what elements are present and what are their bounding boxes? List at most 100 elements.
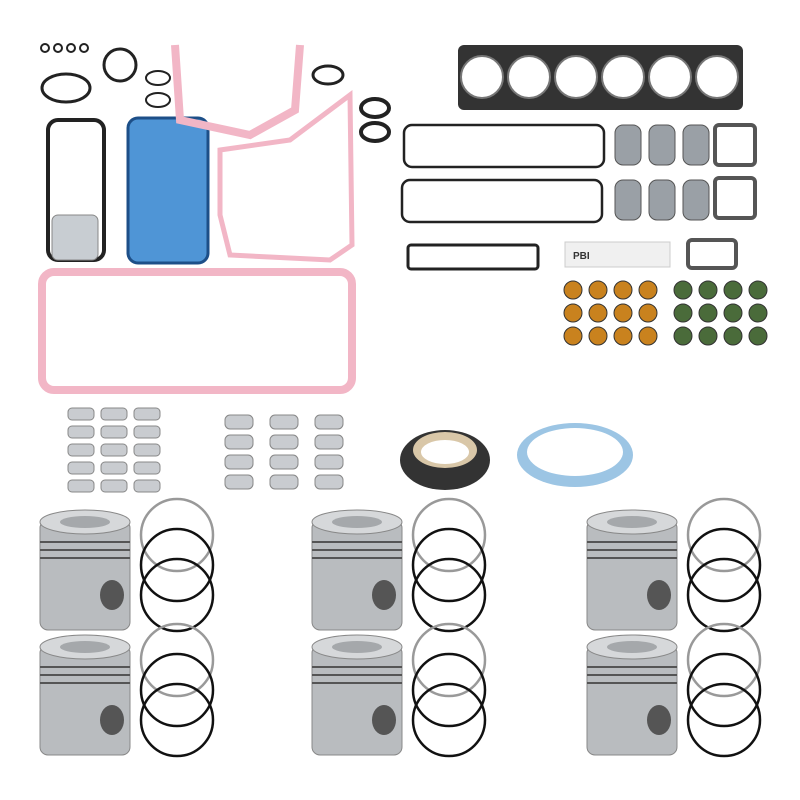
valve-stem-seal: [638, 303, 658, 323]
valve-stem-seal: [673, 303, 693, 323]
oil-cooler-gasket-blue: [126, 116, 210, 265]
exhaust-manifold-gaskets: [614, 124, 710, 221]
turbo-gasket-1: [713, 123, 757, 167]
bearings: [67, 407, 344, 493]
cylinder-bore: [460, 55, 504, 99]
valve-stem-seal: [748, 326, 768, 346]
oil-cooler-plate-gray: [51, 214, 99, 261]
valve-stem-seal: [638, 326, 658, 346]
rod-bearing: [314, 414, 344, 430]
exhaust-gasket: [648, 179, 676, 221]
valve-stem-seal: [613, 326, 633, 346]
piston-ring: [411, 527, 487, 603]
rod-bearing: [269, 474, 299, 490]
oil-pan-gasket: [38, 268, 356, 394]
valve-stem-seal: [563, 280, 583, 300]
timing-cover-gasket-pink: [217, 90, 355, 263]
piston-ring: [139, 652, 215, 728]
exhaust-gasket: [682, 124, 710, 166]
kit-label-tag: [564, 241, 671, 268]
piston-set: [586, 497, 762, 633]
wrist-pin-bore: [647, 705, 671, 735]
valve-stem-seal: [698, 326, 718, 346]
piston-set: [39, 497, 215, 633]
wrist-pin-bore: [647, 580, 671, 610]
piston: [39, 644, 131, 756]
rod-bearing: [224, 454, 254, 470]
piston-set: [311, 497, 487, 633]
rod-bearing: [314, 474, 344, 490]
valve-stem-seal: [613, 280, 633, 300]
rod-bearing: [224, 474, 254, 490]
main-bearing: [100, 479, 128, 493]
piston-ring: [139, 557, 215, 633]
main-bearing: [67, 425, 95, 439]
piston-ring: [411, 557, 487, 633]
combustion-bowl: [60, 516, 110, 528]
pistons-and-rings: [39, 497, 762, 758]
main-bearing: [67, 479, 95, 493]
exhaust-gasket: [614, 179, 642, 221]
cylinder-bore: [554, 55, 598, 99]
front-crank-seal: [400, 430, 490, 490]
piston-ring: [411, 652, 487, 728]
piston-ring: [411, 622, 487, 698]
combustion-bowl: [60, 641, 110, 653]
piston-ring: [686, 527, 762, 603]
cylinder-bore: [507, 55, 551, 99]
combustion-bowl: [607, 641, 657, 653]
valve-stem-seal: [588, 303, 608, 323]
valve-stem-seals: [563, 280, 768, 346]
rod-bearing: [269, 454, 299, 470]
main-bearing: [67, 407, 95, 421]
exhaust-gasket: [682, 179, 710, 221]
piston-set: [39, 622, 215, 758]
exhaust-gasket: [648, 124, 676, 166]
rod-bearing: [224, 414, 254, 430]
piston-ring: [686, 682, 762, 758]
valve-stem-seal: [723, 303, 743, 323]
wrist-pin-bore: [372, 705, 396, 735]
turbo-gasket-3: [686, 238, 738, 270]
valve-stem-seal: [723, 326, 743, 346]
intake-gasket: [406, 243, 540, 271]
piston-ring: [139, 622, 215, 698]
turbo-gasket-2: [713, 176, 757, 220]
cylinder-bores: [460, 55, 739, 99]
piston: [586, 519, 678, 631]
valve-stem-seal: [588, 326, 608, 346]
valve-stem-seal: [563, 326, 583, 346]
piston-ring: [686, 652, 762, 728]
piston: [311, 519, 403, 631]
main-bearing: [67, 461, 95, 475]
piston: [586, 644, 678, 756]
main-bearing: [67, 443, 95, 457]
valve-stem-seal: [673, 280, 693, 300]
rod-bearing: [269, 414, 299, 430]
rear-crank-seal: [517, 423, 633, 487]
valve-stem-seal: [698, 280, 718, 300]
combustion-bowl: [607, 516, 657, 528]
rod-bearing: [314, 454, 344, 470]
valve-stem-seal: [748, 303, 768, 323]
valve-cover-gasket-1: [402, 123, 606, 169]
rear-cover-gasket-pink: [171, 44, 304, 140]
main-bearing: [133, 443, 161, 457]
piston-ring: [686, 557, 762, 633]
valve-cover-gasket-2: [400, 178, 604, 224]
valve-stem-seal: [588, 280, 608, 300]
piston-ring: [686, 622, 762, 698]
wrist-pin-bore: [372, 580, 396, 610]
rod-bearing: [314, 434, 344, 450]
valve-stem-seal: [723, 280, 743, 300]
piston-ring: [411, 682, 487, 758]
main-bearing: [133, 461, 161, 475]
piston-ring: [411, 497, 487, 573]
valve-stem-seal: [613, 303, 633, 323]
valve-stem-seal: [638, 280, 658, 300]
rod-bearing: [224, 434, 254, 450]
main-bearing: [133, 407, 161, 421]
combustion-bowl: [332, 516, 382, 528]
piston-ring: [139, 527, 215, 603]
